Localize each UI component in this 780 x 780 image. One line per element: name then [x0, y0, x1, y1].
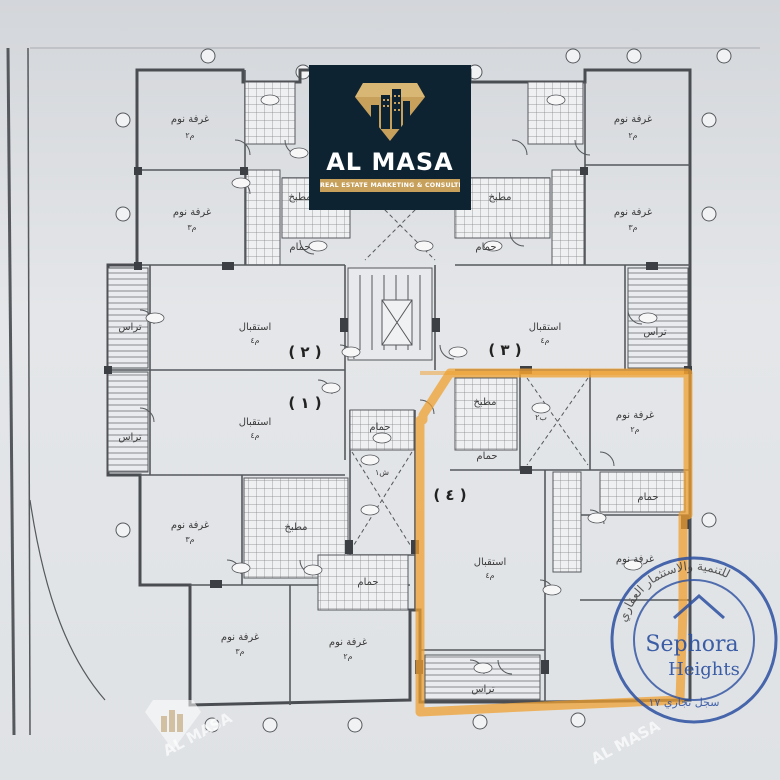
room-tag: م٣	[628, 223, 637, 232]
structural-columns	[104, 167, 692, 674]
room-label: غرفة نوم	[171, 114, 209, 125]
room-label: مطبخ	[473, 397, 496, 408]
room-tag: م٢	[630, 425, 639, 434]
room-label: مطبخ	[488, 192, 511, 203]
room-label: غرفة نوم	[171, 520, 209, 531]
apartment-4-highlight	[415, 368, 693, 717]
apartment-number-1: ( ١ )	[288, 394, 321, 412]
room-labels: غرفة نوم م٢ غرفة نوم م٣ غرفة نوم م٢ غرفة…	[118, 114, 667, 695]
watermark-logo-icon	[145, 700, 201, 750]
room-label: غرفة نوم	[616, 554, 654, 565]
room-label: غرفة نوم	[614, 114, 652, 125]
room-tag: ش١	[375, 468, 389, 477]
room-label: غرفة نوم	[221, 632, 259, 643]
room-label: حمام	[637, 492, 658, 503]
apartment-number-3: ( ٣ )	[488, 341, 521, 359]
room-tag: م٢	[343, 652, 352, 661]
room-tag: م٣	[185, 535, 194, 544]
developer-stamp: للتنمية والاستثمار العقاري Sephora Heigh…	[610, 556, 778, 724]
stamp-ring-text: للتنمية والاستثمار العقاري	[616, 559, 733, 624]
room-label: استقبال	[529, 322, 562, 333]
diamond-buildings-icon	[355, 83, 425, 141]
room-label: غرفة نوم	[616, 410, 654, 421]
room-tag: م٤	[540, 336, 549, 345]
room-label: استقبال	[239, 417, 272, 428]
room-label: تراس	[118, 432, 142, 443]
room-tag: م٣	[235, 647, 244, 656]
stamp-registry: سجل تجاري ١٧	[649, 696, 720, 709]
room-label: مطبخ	[284, 522, 307, 533]
room-label: حمام	[369, 422, 390, 433]
tiled-areas	[243, 81, 686, 611]
room-tag: م٤	[485, 571, 494, 580]
room-label: مطبخ	[288, 192, 311, 203]
apartment-numbers: ( ٢ ) ( ٣ ) ( ١ ) ( ٤ )	[288, 341, 521, 504]
room-label: غرفة نوم	[329, 637, 367, 648]
room-label: تراس	[643, 327, 667, 338]
brand-name: AL MASA	[326, 148, 454, 176]
room-label: حمام	[475, 242, 496, 253]
room-tag: ب٢	[535, 413, 547, 422]
apartment-number-2: ( ٢ )	[288, 343, 321, 361]
room-label: حمام	[357, 577, 378, 588]
room-tag: م٣	[187, 223, 196, 232]
apartment-number-4: ( ٤ )	[433, 486, 466, 504]
room-label: تراس	[471, 684, 495, 695]
room-label: استقبال	[239, 322, 272, 333]
stamp-brand-line1: Sephora	[645, 632, 738, 657]
room-tag: م٤	[250, 336, 259, 345]
room-tag: م٢	[185, 131, 194, 140]
stamp-brand-line2: Heights	[668, 659, 740, 680]
brand-logo: AL MASA REAL ESTATE MARKETING & CONSULTI…	[309, 65, 471, 210]
room-label: حمام	[289, 242, 310, 253]
dimension-tags	[145, 94, 658, 674]
site-boundary	[6, 47, 760, 736]
room-label: غرفة نوم	[173, 207, 211, 218]
room-label: تراس	[118, 322, 142, 333]
room-label: حمام	[476, 451, 497, 462]
stair-core	[347, 189, 589, 555]
room-tag: م٢	[628, 131, 637, 140]
brand-tagline: REAL ESTATE MARKETING & CONSULTING	[320, 179, 460, 192]
room-label: استقبال	[474, 557, 507, 568]
room-label: غرفة نوم	[614, 207, 652, 218]
room-tag: م٤	[250, 431, 259, 440]
